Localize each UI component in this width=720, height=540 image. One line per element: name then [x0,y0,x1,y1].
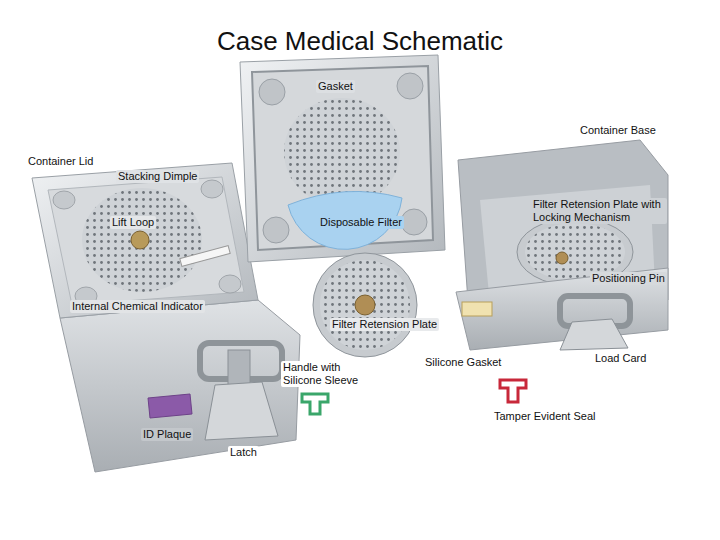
part-label: Latch [228,446,259,459]
part-label: Internal Chemical Indicator [70,300,205,313]
latch [560,319,628,350]
part-label: Filter Retension Plate [330,318,439,331]
title: Case Medical Schematic [0,26,720,57]
part-label: Stacking Dimple [116,170,199,183]
container-base-left [60,300,300,472]
part-label: Container Base [578,124,658,137]
retention-plate [313,253,417,357]
load-card [462,302,492,316]
part-label: Lift Loop [110,216,156,229]
part-label: Disposable Filter [318,216,404,229]
front-wall [456,268,668,350]
part-label: Gasket [316,80,355,93]
corner-dimple [401,209,427,235]
gasket [252,66,433,250]
chemical-indicator [180,246,230,267]
stacking-dimple [53,191,75,209]
id-plaque [148,394,192,418]
part-label: Handle with Silicone Sleeve [281,361,367,387]
stacking-dimple [219,275,241,293]
lid-underside [240,55,445,262]
part-label: Filter Retension Plate with Locking Mech… [531,198,667,224]
plate-knob [355,295,375,315]
part-label: Load Card [593,352,648,365]
part-label: Tamper Evident Seal [492,410,598,423]
lift-loop [131,231,149,249]
container-lid [32,163,258,318]
latch-clip [228,350,250,388]
retention-plate-holes [320,260,410,350]
latch [205,382,278,440]
corner-dimple [259,79,285,105]
part-label: Positioning Pin [590,272,667,285]
part-label: Container Lid [26,155,95,168]
silicone-sleeve [302,394,328,414]
part-label: ID Plaque [141,428,193,441]
stacking-dimple [201,180,223,198]
positioning-pin [556,252,568,264]
perforation [284,98,400,206]
corner-dimple [397,73,423,99]
perforation [82,188,202,292]
lid-panel [48,177,244,305]
corner-dimple [263,217,289,243]
tamper-seal [500,380,526,402]
part-label: Silicone Gasket [423,356,503,369]
